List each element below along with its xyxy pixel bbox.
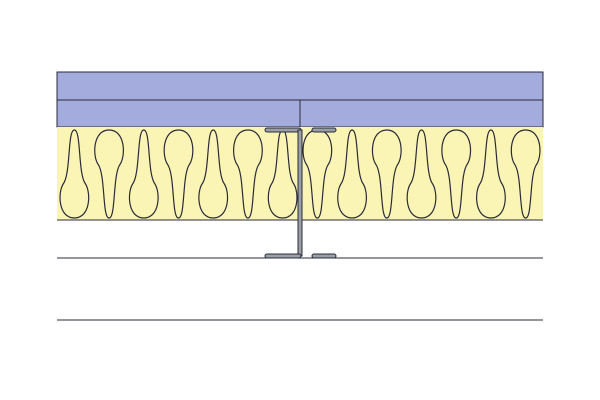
stud-bottom-lip <box>311 253 337 259</box>
stud-web <box>297 129 303 257</box>
insulation-loops <box>59 129 575 219</box>
stud-top-flange <box>264 127 302 133</box>
insulation-loop <box>371 129 402 219</box>
stud-top-lip <box>311 127 337 133</box>
insulation-loop <box>510 129 541 219</box>
insulation-loop <box>59 129 90 219</box>
insulation-loop <box>441 129 472 219</box>
insulation-loop <box>476 129 506 219</box>
outer-board <box>56 71 544 101</box>
insulation-loop <box>163 129 194 219</box>
insulation-loop <box>128 129 159 219</box>
insulation-loop <box>198 129 229 219</box>
insulation-loop <box>233 129 263 219</box>
stud-bottom-flange <box>264 253 302 259</box>
insulation-loop <box>337 129 367 219</box>
steel-stud <box>264 127 337 259</box>
insulation-loop <box>546 130 575 218</box>
insulation-loop <box>94 129 124 219</box>
insulation-loop <box>267 129 298 219</box>
insulation-loop <box>406 129 437 219</box>
